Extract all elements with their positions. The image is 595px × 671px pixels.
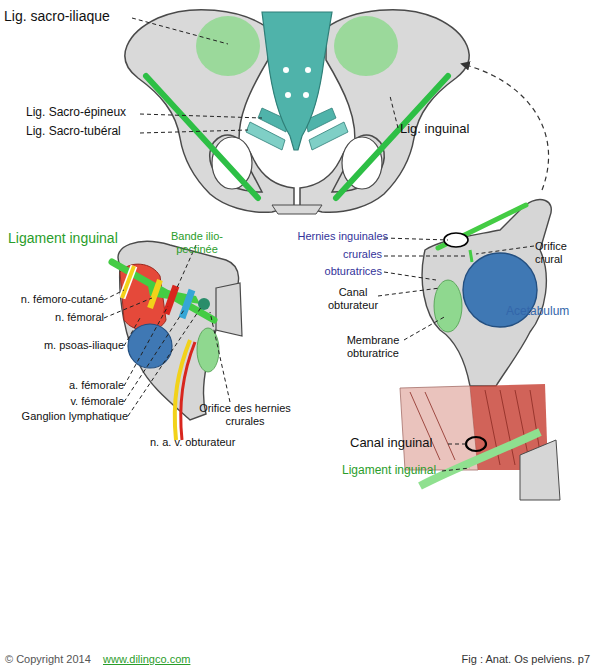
nerve-label: n. fémoral [0, 311, 104, 324]
leader-lines-top [132, 18, 398, 133]
hernia-label: crurales [268, 248, 382, 261]
canal-label: Canal inguinal [350, 436, 450, 451]
orifice-label: Orifice crural [535, 240, 595, 265]
vessel-label: a. fémorale [0, 379, 124, 392]
ligament-label: Lig. inguinal [400, 122, 510, 137]
copyright-text: © Copyright 2014 [5, 653, 115, 666]
pelvis-front [125, 10, 469, 214]
nerve-label: n. fémoro-cutané [0, 293, 104, 306]
leader-lines-inset [442, 444, 470, 471]
ligament-label: Lig. Sacro-tubéral [26, 125, 146, 139]
canal-label: Canal obturateur [318, 286, 388, 311]
ligament-label: Ligament inguinal [8, 230, 158, 246]
ligament-label: Ligament inguinal [342, 464, 442, 478]
muscle-label: m. psoas-iliaque [0, 339, 124, 352]
nerve-label: n. a. v. obturateur [150, 436, 280, 449]
figure-caption: Fig : Anat. Os pelviens. p7 [420, 653, 590, 666]
orifice-label: Orifice des hernies crurales [198, 402, 292, 427]
acetabulum-label: Acetabulum [506, 305, 594, 319]
hernia-label: obturatrices [268, 265, 382, 278]
lymph-node-label: Ganglion lymphatique [0, 410, 128, 423]
website-link: www.dilingco.com [103, 653, 213, 666]
vessel-label: v. fémorale [0, 395, 124, 408]
hip-lateral [422, 200, 551, 386]
ligament-label: Lig. Sacro-épineux [26, 106, 146, 120]
hernia-label: Hernies inguinales [268, 230, 388, 243]
leader-lines-right [378, 238, 534, 340]
band-label: Bande ilio-pectinée [160, 230, 234, 255]
membrane-label: Membrane obturatrice [330, 334, 416, 359]
ligament-label: Lig. sacro-iliaque [4, 8, 154, 24]
